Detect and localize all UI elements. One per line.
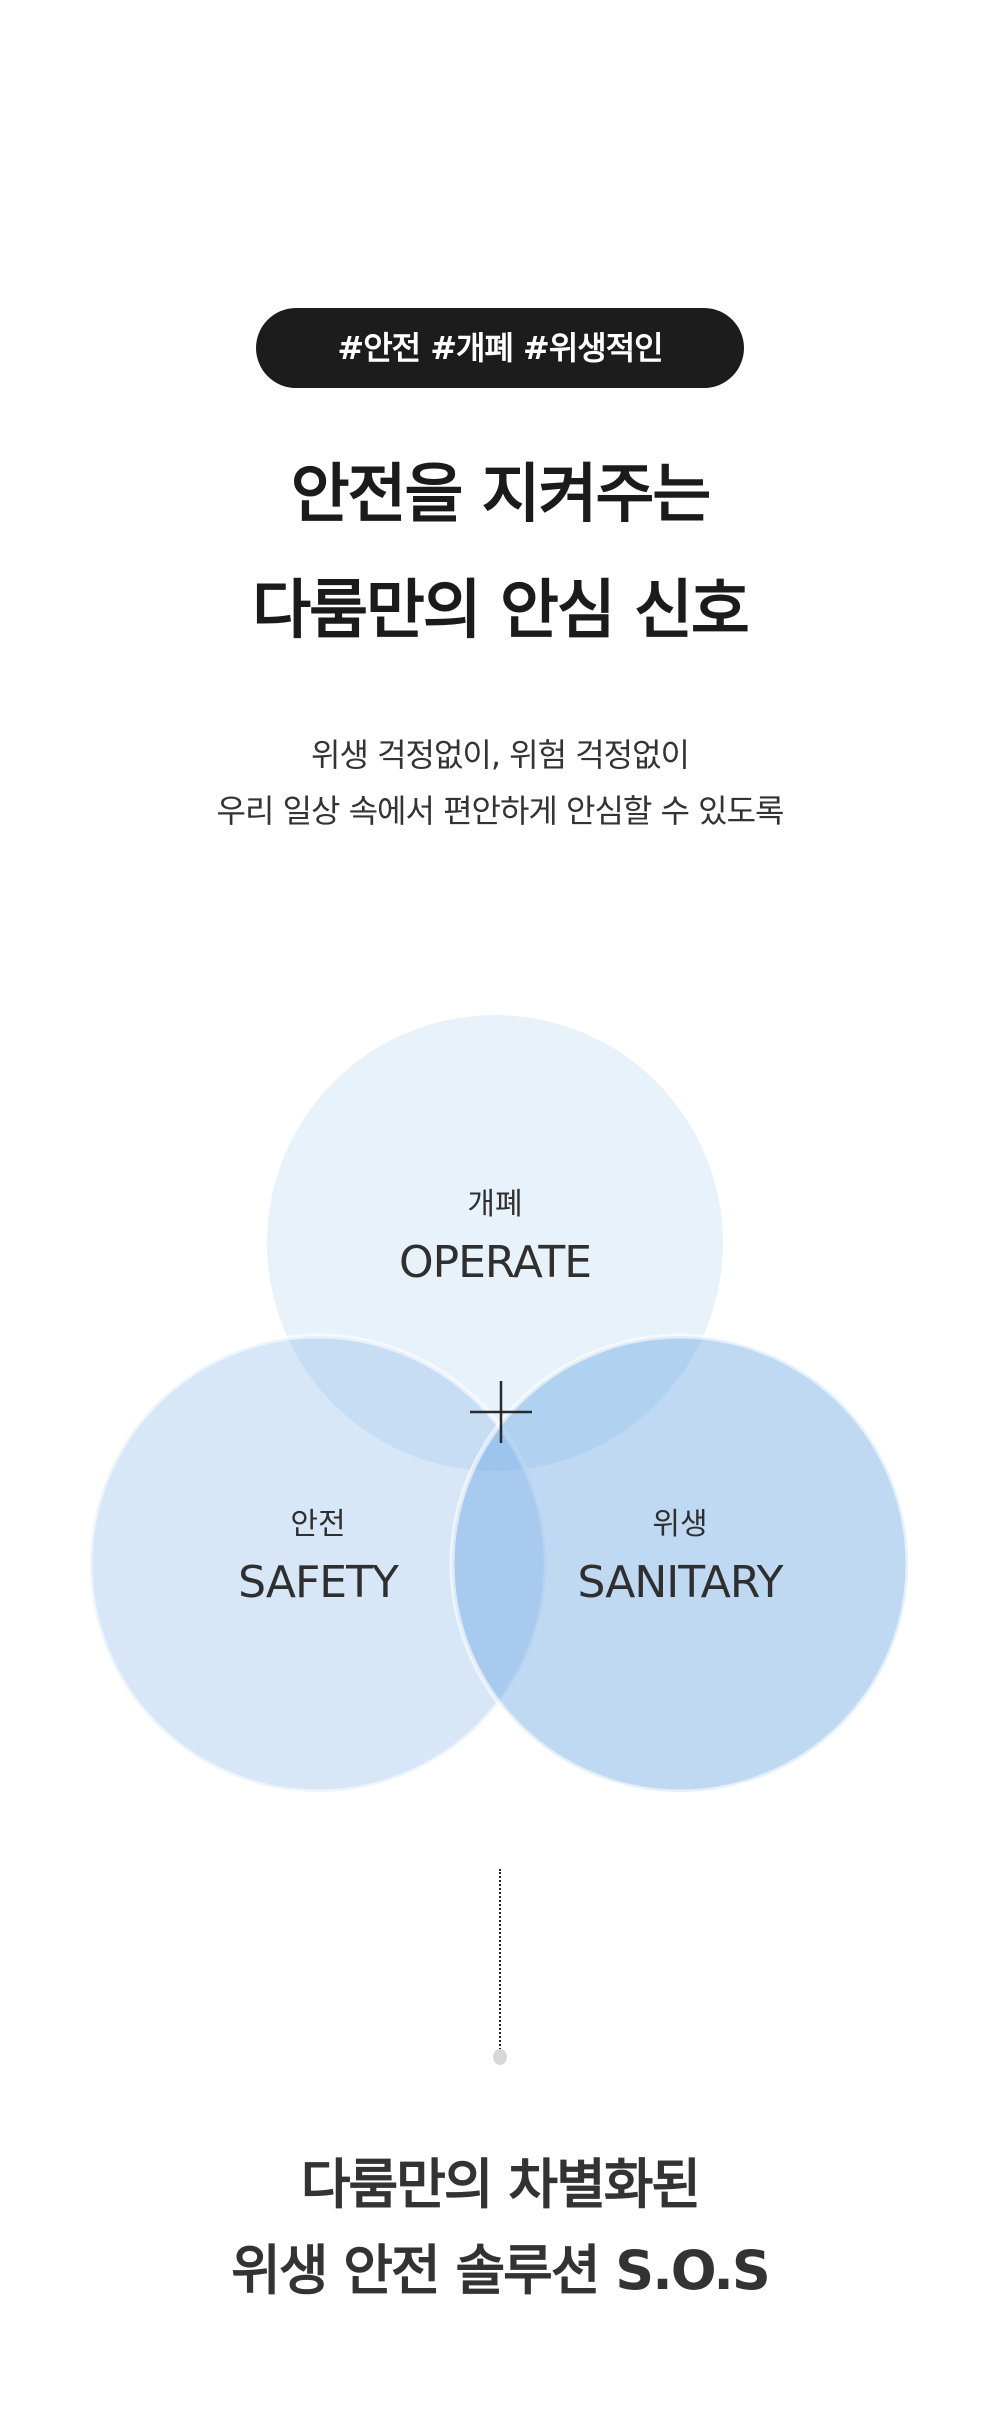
label-safety-en: SAFETY [238, 1557, 399, 1608]
bottom-title-line-1: 다룸만의 차별화된 [300, 2153, 701, 2216]
label-operate: 개폐 OPERATE [295, 1185, 695, 1293]
bottom-title: 다룸만의 차별화된 위생 안전 솔루션 S.O.S [0, 2142, 1000, 2314]
label-sanitary: 위생 SANITARY [480, 1505, 880, 1613]
label-operate-en: OPERATE [398, 1237, 592, 1288]
label-sanitary-en: SANITARY [577, 1557, 784, 1608]
subtext-line-1: 위생 걱정없이, 위험 걱정없이 [311, 736, 690, 774]
label-operate-ko: 개폐 [467, 1187, 523, 1222]
label-safety: 안전 SAFETY [118, 1505, 518, 1613]
plus-icon [470, 1381, 532, 1443]
dotted-connector-line [499, 1869, 501, 2053]
venn-diagram [87, 1015, 911, 1795]
headline-line-2: 다룸만의 안심 신호 [252, 574, 750, 648]
headline-line-1: 안전을 지켜주는 [290, 458, 711, 532]
circle-sanitary [449, 1333, 911, 1795]
connector-dot [493, 2049, 507, 2065]
hashtag-badge: #안전 #개폐 #위생적인 [256, 308, 744, 388]
subtext: 위생 걱정없이, 위험 걱정없이 우리 일상 속에서 편안하게 안심할 수 있도… [0, 727, 1000, 839]
label-sanitary-ko: 위생 [652, 1507, 708, 1542]
circle-operate [267, 1015, 723, 1471]
subtext-line-2: 우리 일상 속에서 편안하게 안심할 수 있도록 [216, 792, 785, 830]
label-safety-ko: 안전 [290, 1507, 346, 1542]
bottom-title-line-2: 위생 안전 솔루션 S.O.S [231, 2239, 771, 2302]
circle-safety [87, 1333, 549, 1795]
headline: 안전을 지켜주는 다룸만의 안심 신호 [0, 437, 1000, 669]
